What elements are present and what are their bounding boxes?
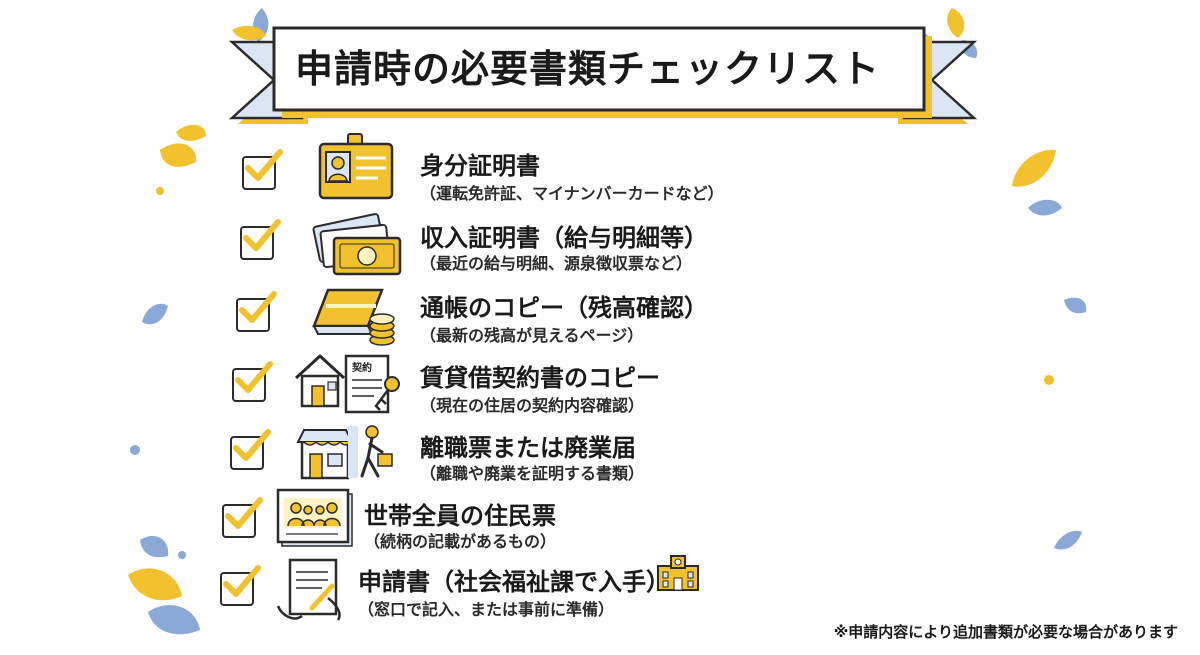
checkmark-icon <box>235 361 273 393</box>
family-document-icon <box>276 488 353 547</box>
checkbox-checked[interactable] <box>220 565 261 606</box>
ribbon-shape <box>228 26 978 124</box>
footnote: ※申請内容により追加書類が必要な場合があります <box>833 623 1178 641</box>
item-note: （運転免許証、マイナンバーカードなど） <box>420 184 724 203</box>
checkmark-icon <box>225 497 263 529</box>
contract-label: 契約 <box>352 363 372 374</box>
writing-form-icon <box>276 558 341 621</box>
checkbox-checked[interactable] <box>230 429 271 470</box>
house-icon <box>294 354 346 408</box>
item-note: （続柄の記載があるもの） <box>364 532 557 551</box>
checkmark-icon <box>223 565 261 597</box>
city-hall-icon <box>657 555 699 591</box>
checkmark-icon <box>233 429 271 461</box>
item-title: 賃貸借契約書のコピー <box>420 364 660 392</box>
shop-leaving-person-icon <box>296 425 393 480</box>
banknotes-icon <box>312 213 402 276</box>
id-card-icon <box>318 133 394 200</box>
title-banner <box>228 14 978 134</box>
checkbox-checked[interactable] <box>222 497 263 538</box>
item-title: 世帯全員の住民票 <box>364 502 556 530</box>
item-note: （離職や廃業を証明する書類） <box>420 464 645 483</box>
item-note: （窓口で記入、または事前に準備） <box>358 600 615 619</box>
item-title: 通帳のコピー（残高確認） <box>420 294 708 322</box>
page-title: 申請時の必要書類チェックリスト <box>294 46 880 91</box>
checkbox-checked[interactable] <box>232 361 273 402</box>
item-title: 身分証明書 <box>420 152 540 180</box>
item-title: 申請書（社会福祉課で入手） <box>358 568 670 596</box>
checkmark-icon <box>243 219 281 251</box>
item-note: （最近の給与明細、源泉徴収票など） <box>420 254 693 273</box>
item-note: （現在の住居の契約内容確認） <box>420 396 645 415</box>
item-note: （最新の残高が見えるページ） <box>420 326 644 345</box>
item-title: 離職票または廃業届 <box>420 434 636 462</box>
item-title: 収入証明書（給与明細等） <box>420 224 708 252</box>
checkmark-icon <box>239 291 277 323</box>
bankbook-coins-icon <box>312 288 395 346</box>
checkbox-checked[interactable] <box>242 149 283 190</box>
contract-key-icon <box>344 354 400 414</box>
checkbox-checked[interactable] <box>240 219 281 260</box>
checkbox-checked[interactable] <box>236 291 277 332</box>
checkmark-icon <box>245 149 283 181</box>
